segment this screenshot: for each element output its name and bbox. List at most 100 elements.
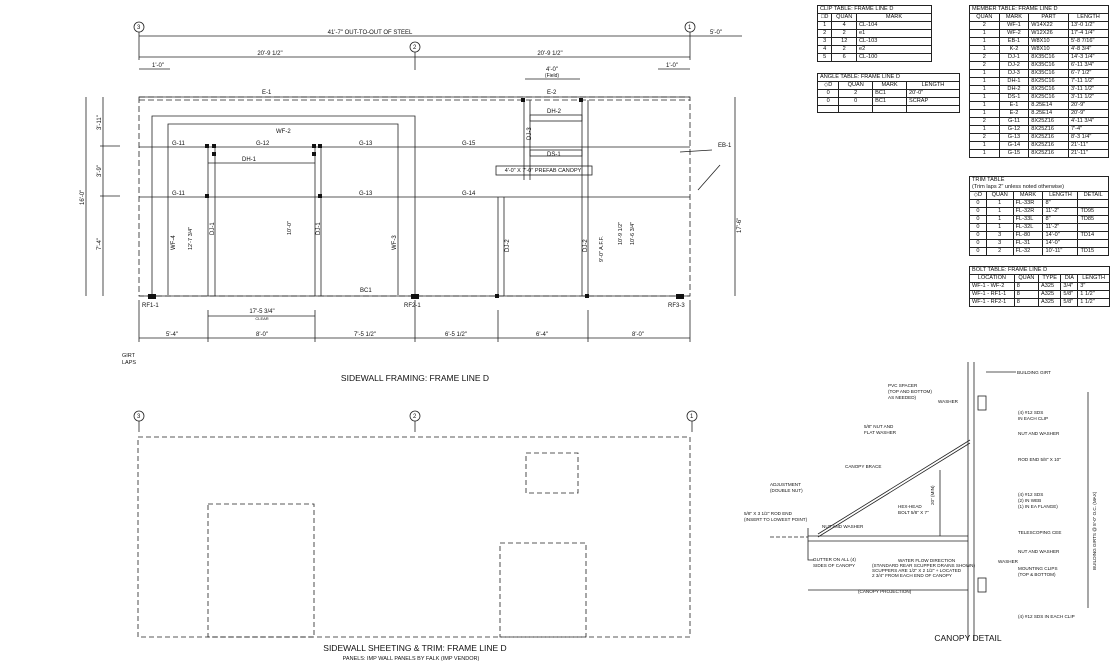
angle-header-mark: MARK	[872, 81, 907, 90]
support-rf1: RF1-1	[142, 303, 159, 309]
cd-gutter-2: SIDES OF CANOPY	[813, 563, 855, 568]
cd-building-girt: BUILDING GIRT	[1017, 370, 1051, 375]
cell: WF-2	[998, 29, 1030, 38]
cell: WF-1	[998, 21, 1030, 30]
trim-table-note: (Trim laps 2" unless noted otherwise)	[969, 184, 1109, 192]
left-dim-3: 7'-4"	[97, 238, 103, 250]
member-g15: G-15	[462, 141, 476, 147]
member-g12: G-12	[256, 141, 270, 147]
member-eb1: EB-1	[718, 143, 732, 149]
cell: K-2	[998, 45, 1030, 54]
cell: 13'-0 1/2"	[1067, 21, 1110, 30]
cell: 8X25Z16	[1028, 133, 1069, 142]
bolt-header-location: LOCATION	[969, 274, 1015, 283]
cell: 0	[969, 231, 987, 240]
cell: W14X22	[1028, 21, 1069, 30]
cd-nut-flat-1: 5/8" NUT AND	[864, 424, 894, 429]
cell: DH-2	[998, 85, 1030, 94]
member-dj3: DJ-3	[527, 127, 533, 140]
cd-sds1-2: IN EACH CLIP	[1018, 416, 1048, 421]
cd-water-4: 2 3/4" FROM EACH END OF CANOPY	[872, 573, 952, 578]
cell: WF-1 - RF2-1	[969, 298, 1015, 307]
cell: EB-1	[998, 37, 1030, 46]
cell: 20'-9"	[1067, 109, 1110, 118]
cell: W8X10	[1028, 37, 1069, 46]
cell: FL-80	[1012, 231, 1044, 240]
cell: 3/4"	[1060, 282, 1079, 291]
cd-water-3: SCUPPERS ARE 1/2" X 2 1/2" + LOCATED	[872, 568, 962, 573]
cell: 4	[831, 21, 857, 30]
bottom-dim-6: 8'-0"	[632, 332, 644, 338]
cell: 14'-0"	[1042, 231, 1079, 240]
vert-dim-1: 12'-7 3/4"	[188, 227, 194, 250]
cell: 3	[985, 231, 1014, 240]
clip-header-id: □D	[816, 13, 833, 22]
vert-dim-5: 10'-6 3/4"	[630, 222, 636, 245]
angle-table-title: ANGLE TABLE: FRAME LINE D	[817, 73, 960, 82]
cell: 8X25C16	[1028, 93, 1069, 102]
cell: 0	[969, 207, 987, 216]
cell: FL-32R	[1012, 207, 1044, 216]
cell: W8X10	[1028, 45, 1069, 54]
cell: G-11	[998, 117, 1030, 126]
cell: DJ-1	[998, 53, 1030, 62]
cell: 1	[985, 223, 1014, 232]
cd-nut-washer-2: NUT AND WASHER	[822, 524, 864, 529]
cell: 21'-11"	[1067, 149, 1110, 158]
field-width: 4'-0"	[546, 67, 558, 73]
sheeting-title: SIDEWALL SHEETING & TRIM: FRAME LINE D	[323, 643, 506, 653]
cell: A325	[1037, 290, 1062, 299]
field-note: (Field)	[545, 73, 560, 79]
cd-nut-washer-1: NUT AND WASHER	[1018, 431, 1060, 436]
clip-table-title: CLIP TABLE: FRAME LINE D	[817, 5, 932, 14]
cell: 0	[969, 223, 987, 232]
cell: BC1	[872, 89, 907, 98]
cd-nut-washer-3: NUT AND WASHER	[1018, 549, 1060, 554]
support-rf3: RF3-3	[668, 303, 685, 309]
clip-header-quan: QUAN	[831, 13, 857, 22]
cell: 1	[969, 37, 1000, 46]
cd-nut-flat-2: FLAT WASHER	[864, 430, 897, 435]
cell: 0	[969, 215, 987, 224]
cell: 3	[985, 239, 1014, 248]
cell: 8X35C16	[1028, 53, 1069, 62]
cell: DS-1	[998, 93, 1030, 102]
member-e2: E-2	[547, 90, 557, 96]
cell: e1	[856, 29, 932, 38]
cell: CL-104	[856, 21, 932, 30]
canopy-detail-title: CANOPY DETAIL	[934, 633, 1002, 643]
cell: 8X25C16	[1028, 85, 1069, 94]
cell: DH-1	[998, 77, 1030, 86]
cell: 12	[831, 37, 857, 46]
member-g11-b: G-11	[172, 191, 186, 197]
cell: FL-31	[1012, 239, 1044, 248]
cell: 2	[816, 29, 833, 38]
cell: 11'-2"	[1042, 223, 1079, 232]
cell: 1	[985, 199, 1014, 208]
member-header-part: PART	[1028, 13, 1069, 22]
member-dh1: DH-1	[242, 157, 257, 163]
grid-label-2: 2	[413, 45, 417, 51]
bolt-header-type: TYPE	[1037, 274, 1062, 283]
girt-laps-1: GIRT	[122, 353, 136, 359]
cell: 1	[816, 21, 833, 30]
member-header-length: LENGTH	[1067, 13, 1110, 22]
half-left-dim: 20'-9 1/2"	[257, 51, 282, 57]
clip-header-mark: MARK	[856, 13, 932, 22]
angle-header-id: ◇D	[816, 81, 840, 90]
cd-adjustment-1: ADJUSTMENT	[770, 482, 801, 487]
member-header-mark: MARK	[998, 13, 1030, 22]
cell: 0	[838, 97, 874, 106]
cell: 8	[1013, 282, 1040, 291]
cell: 14'-3 1/4"	[1067, 53, 1110, 62]
member-canopy: 4'-0" X 7'-0" PREFAB CANOPY	[505, 168, 582, 174]
cell: DJ-3	[998, 69, 1030, 78]
